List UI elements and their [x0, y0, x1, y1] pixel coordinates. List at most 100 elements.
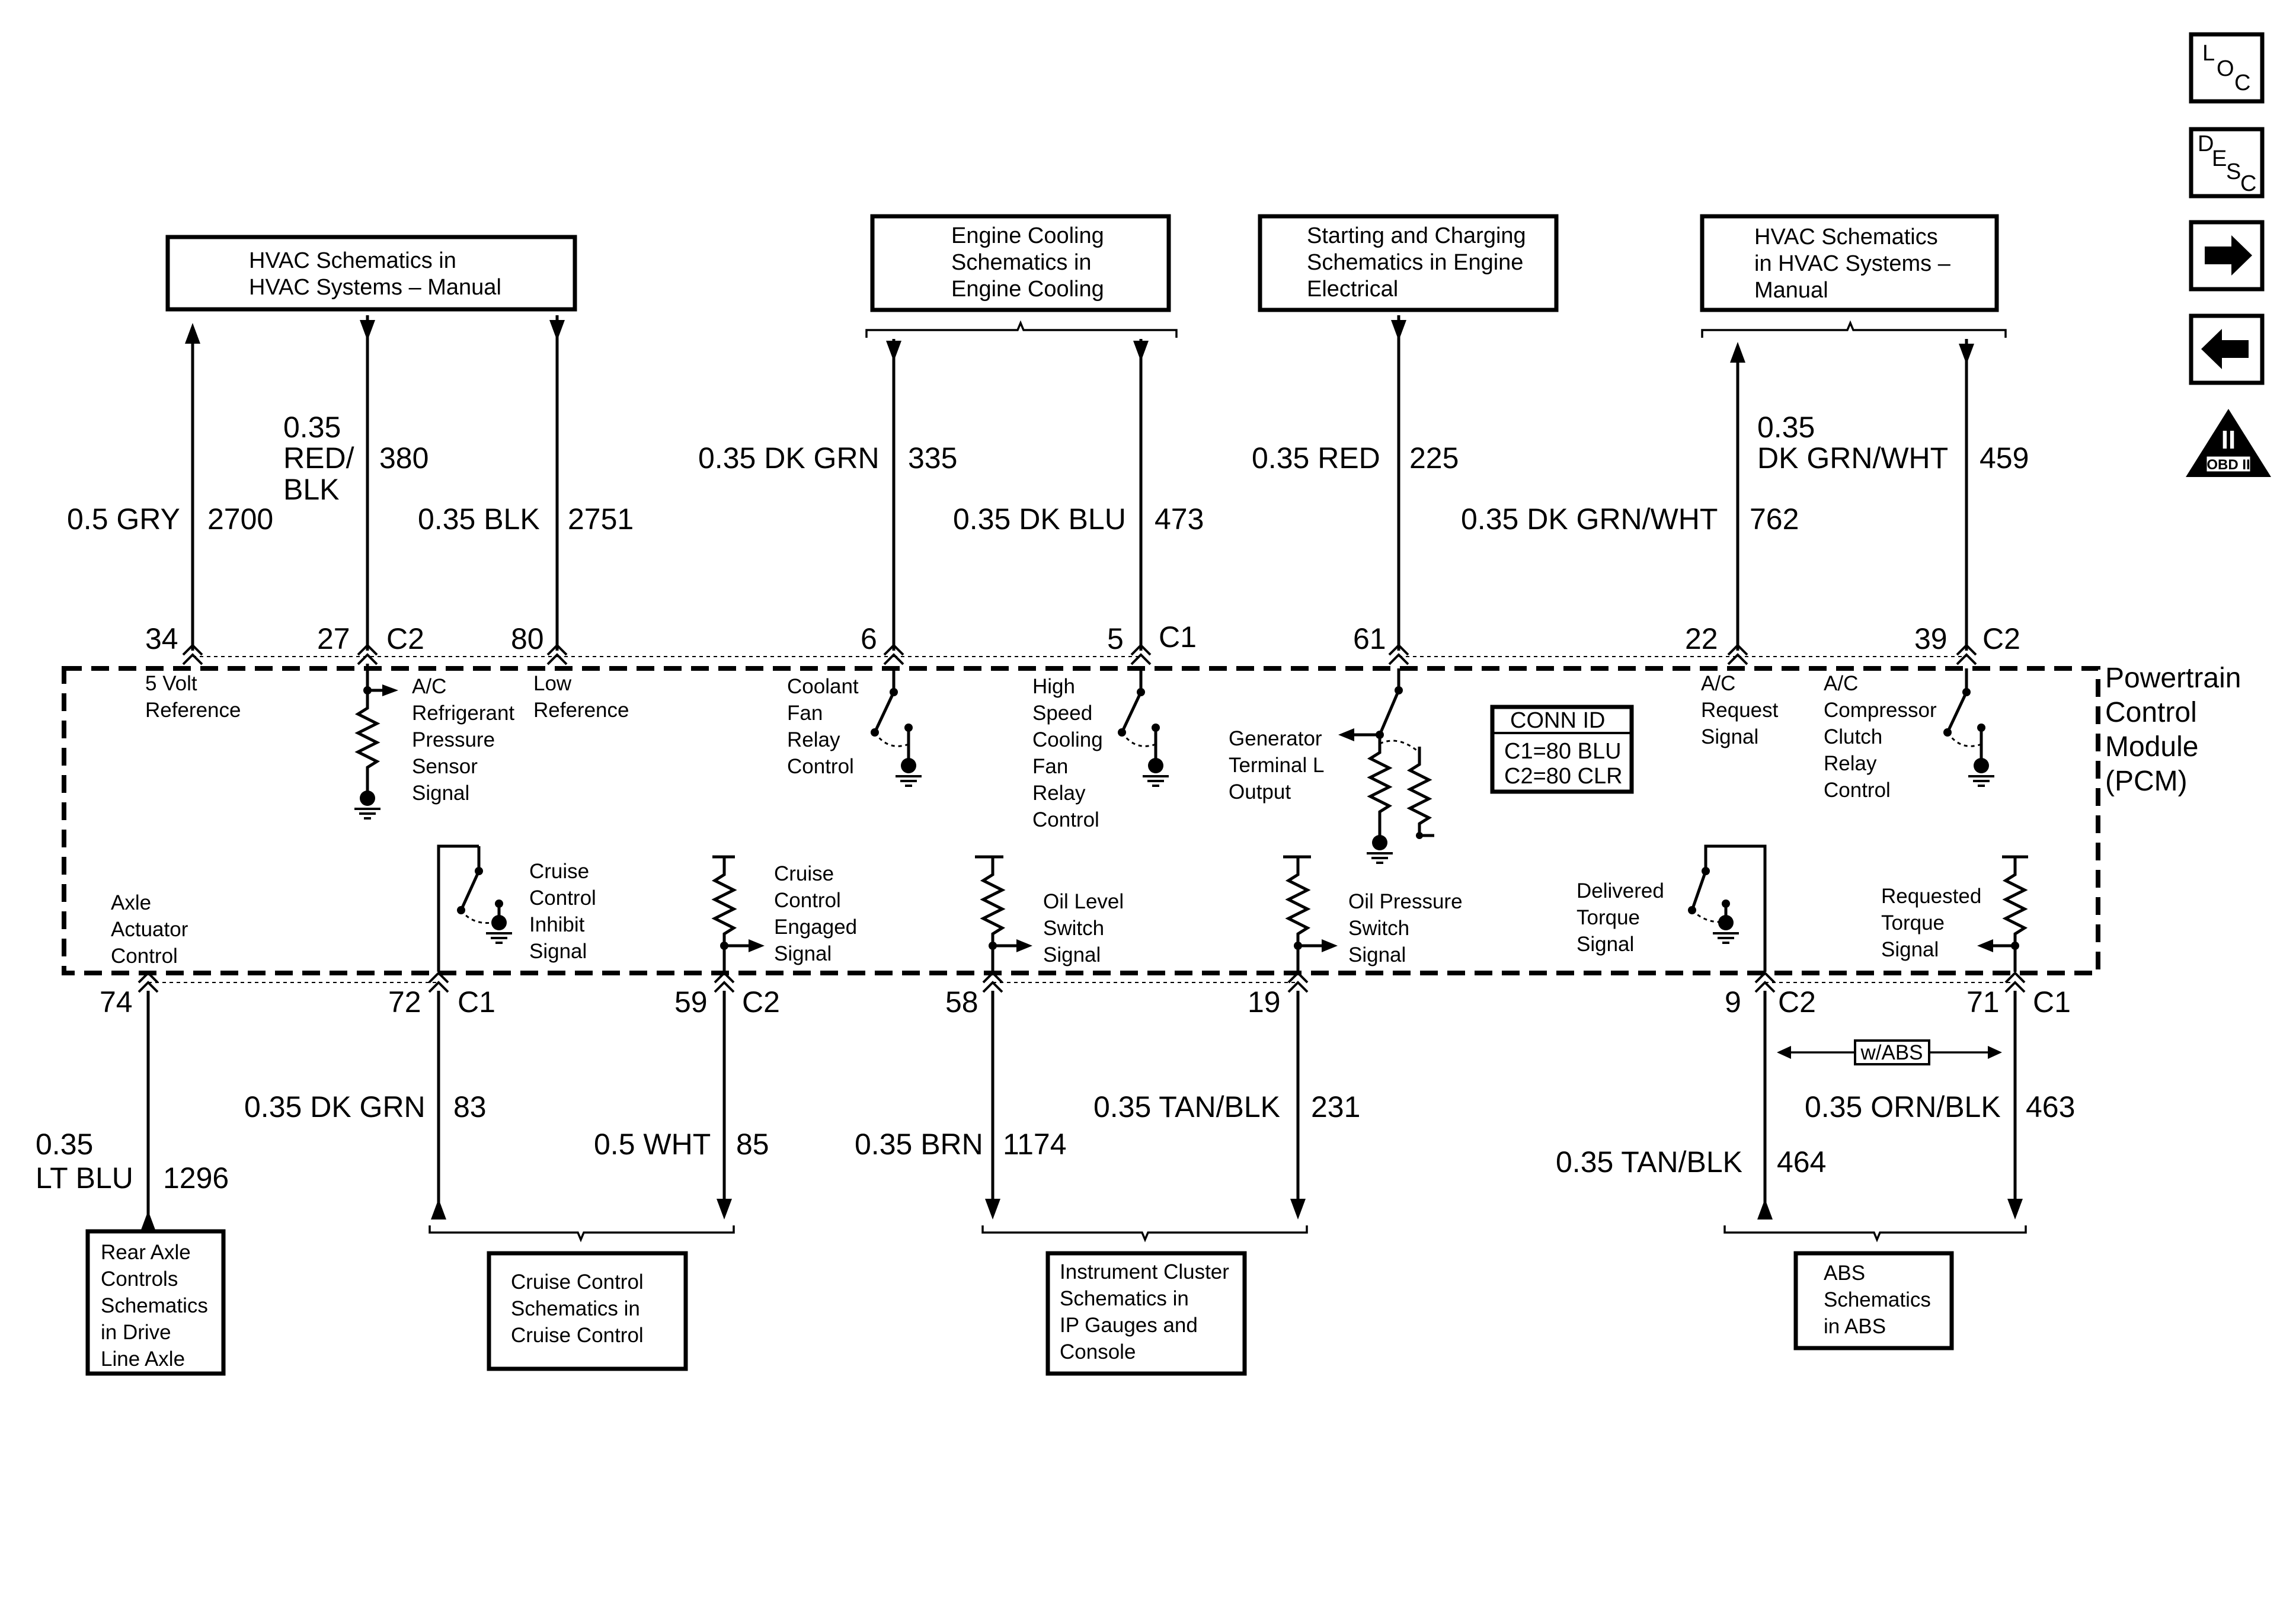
obd-ii-button[interactable]: II OBD II [2186, 409, 2271, 477]
wire-2751: 0.35 BLK 2751 [418, 502, 634, 536]
function-label: Request [1701, 699, 1779, 722]
function-label: Relay [787, 728, 840, 751]
function-coolant-fan-relay: Coolant Fan Relay Control [787, 668, 922, 786]
obd-label: OBD II [2207, 457, 2250, 473]
wire-size-label: 0.5 WHT [594, 1128, 711, 1161]
function-label: Coolant [787, 675, 859, 698]
box-line: Instrument Cluster [1060, 1260, 1229, 1283]
box-line: Manual [1754, 278, 1828, 303]
function-cruise-inhibit: Cruise Control Inhibit Signal [437, 844, 596, 972]
box-line: Console [1060, 1340, 1136, 1363]
connector-label: C2 [1778, 985, 1816, 1019]
wire-size-label: 0.35 RED [1252, 441, 1380, 475]
next-page-button[interactable] [2189, 220, 2265, 292]
box-line: IP Gauges and [1060, 1314, 1198, 1337]
pin-number: 74 [100, 985, 133, 1019]
function-label: Cooling [1032, 728, 1103, 751]
pin-number: 72 [388, 985, 421, 1019]
hvac-manual-reference-box-right[interactable]: HVAC Schematics in HVAC Systems – Manual [1700, 214, 1999, 312]
desc-letter-d: D [2198, 132, 2214, 156]
wire-size-label: 0.5 GRY [67, 502, 180, 536]
instrument-cluster-reference-box[interactable]: Instrument Cluster Schematics in IP Gaug… [1045, 1251, 1247, 1376]
pcm-title-line: Module [2105, 731, 2198, 763]
function-ac-clutch-relay: A/C Compressor Clutch Relay Control [1824, 668, 1994, 802]
function-requested-torque: Requested Torque Signal [1881, 855, 2028, 972]
wire-1174: 0.35 BRN 1174 [855, 1128, 1067, 1161]
function-label: Pressure [412, 728, 495, 751]
function-label: Torque [1576, 906, 1640, 929]
wire-231: 0.35 TAN/BLK 231 [1093, 1090, 1360, 1124]
connector-label: C1 [2033, 985, 2071, 1019]
box-line: Starting and Charging [1307, 223, 1526, 248]
wire-size-label: 0.35 BLK [418, 502, 540, 536]
function-label: 5 Volt [145, 672, 197, 695]
circuit-number: 225 [1409, 441, 1459, 475]
wire-size-label: 0.35 DK GRN [698, 441, 880, 475]
connector-label: C2 [386, 622, 424, 655]
function-label: Requested [1881, 885, 1981, 908]
function-label: Oil Pressure [1348, 890, 1463, 913]
function-label: A/C [1701, 672, 1735, 695]
cruise-control-reference-box[interactable]: Cruise Control Schematics in Cruise Cont… [487, 1251, 688, 1371]
function-label: Reference [145, 699, 241, 722]
pin-number: 71 [1966, 985, 2000, 1019]
box-line: Schematics in [511, 1297, 640, 1320]
starting-charging-reference-box[interactable]: Starting and Charging Schematics in Engi… [1258, 214, 1559, 312]
function-label: Refrigerant [412, 702, 514, 725]
wire-1296: 0.35 LT BLU 1296 [36, 1128, 229, 1195]
function-ac-request: A/C Request Signal [1701, 672, 1779, 748]
function-label: High [1032, 675, 1075, 698]
abs-reference-box[interactable]: ABS Schematics in ABS [1793, 1251, 1954, 1350]
function-label: Oil Level [1043, 890, 1124, 913]
pcm-title-line: Powertrain [2105, 662, 2241, 694]
function-label: Reference [533, 699, 629, 722]
abs-option-indicator: w/ABS [1777, 1039, 2002, 1065]
pin-number: 39 [1914, 622, 1948, 655]
arrow-right-icon [2205, 235, 2252, 276]
connector-label: C2 [742, 985, 780, 1019]
function-label: Cruise [774, 862, 834, 885]
conn-id-c2: C2=80 CLR [1504, 764, 1623, 789]
pin-number: 9 [1725, 985, 1741, 1019]
box-line: in HVAC Systems – [1754, 251, 1951, 276]
function-oil-pressure: Oil Pressure Switch Signal [1283, 855, 1463, 972]
wire-225: 0.35 RED 225 [1252, 441, 1459, 475]
box-line: Rear Axle [101, 1241, 191, 1264]
wire-size-label: 0.35 DK BLU [953, 502, 1126, 536]
pcm-title-line: (PCM) [2105, 766, 2188, 797]
function-label: Signal [774, 942, 832, 965]
engine-cooling-reference-box[interactable]: Engine Cooling Schematics in Engine Cool… [870, 214, 1171, 312]
wire-463: 0.35 ORN/BLK 463 [1805, 1090, 2075, 1124]
function-label: Low [533, 672, 572, 695]
circuit-number: 231 [1311, 1090, 1360, 1124]
wire-size-label: 0.35 [36, 1128, 93, 1161]
function-label: Axle [111, 891, 151, 914]
location-button[interactable]: L O C [2189, 32, 2265, 104]
function-label: Signal [1043, 943, 1101, 966]
function-label: Actuator [111, 918, 188, 941]
circuit-number: 2751 [568, 502, 634, 536]
description-button[interactable]: D E S C [2189, 127, 2265, 199]
function-label: Control [529, 886, 596, 910]
pin-number: 34 [145, 622, 178, 655]
function-label: Signal [529, 940, 587, 963]
circuit-number: 473 [1155, 502, 1204, 536]
wire-size-label: 0.35 [1757, 411, 1815, 444]
wire-85: 0.5 WHT 85 [594, 1128, 769, 1161]
wire-size-label: 0.35 [283, 411, 341, 444]
wire-size-label: LT BLU [36, 1161, 133, 1195]
rear-axle-reference-box[interactable]: Rear Axle Controls Schematics in Drive L… [85, 1229, 226, 1376]
loc-letter-l: L [2202, 41, 2215, 66]
loc-letter-c: C [2234, 71, 2250, 95]
function-label: Relay [1032, 782, 1086, 805]
wire-83: 0.35 DK GRN 83 [244, 1090, 487, 1124]
pin-number: 19 [1248, 985, 1281, 1019]
box-line: HVAC Schematics [1754, 225, 1938, 249]
previous-page-button[interactable] [2189, 313, 2265, 385]
function-label: Relay [1824, 752, 1877, 775]
function-label: A/C [412, 675, 446, 698]
hvac-manual-reference-box-left[interactable]: HVAC Schematics in HVAC Systems – Manual [165, 235, 577, 312]
box-line: Electrical [1307, 277, 1398, 302]
function-label: Fan [787, 702, 823, 725]
function-generator-terminal-l: Generator Terminal L Output [1229, 668, 1434, 863]
